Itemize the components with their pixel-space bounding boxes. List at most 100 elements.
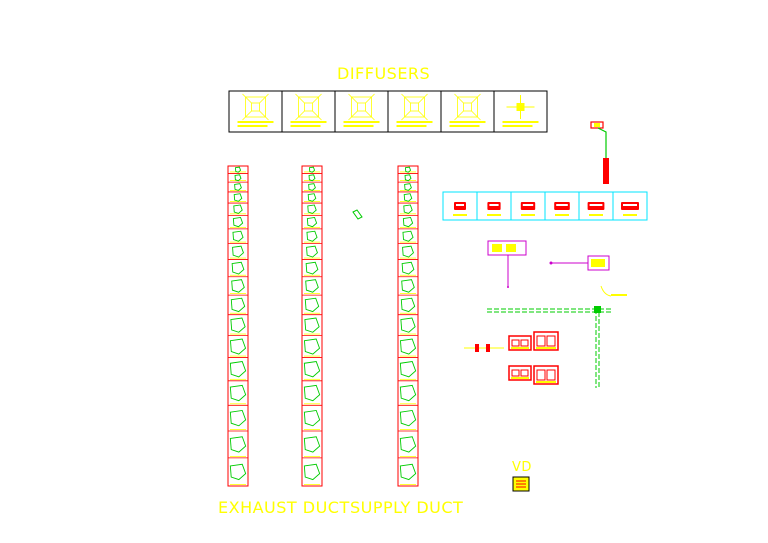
duct-section-icon	[303, 384, 321, 402]
duct-cell	[398, 279, 418, 296]
duct-cell	[228, 261, 248, 278]
square-diffuser-icon	[343, 93, 380, 127]
duct-run-elbow	[594, 306, 601, 313]
duct-section-icon	[402, 230, 414, 242]
diffuser-arrow	[312, 110, 322, 121]
duct-section-icon	[401, 279, 415, 293]
duct-cell	[398, 317, 418, 336]
diffuser-arrow	[312, 93, 322, 104]
equipment-panel	[442, 191, 648, 221]
four-way-diffuser-icon	[502, 95, 539, 127]
duct-cell	[228, 245, 248, 260]
diffuser-arrow	[259, 110, 269, 121]
duct-cell	[398, 338, 418, 358]
diffuser-arrow	[454, 93, 464, 104]
duct-section-icon	[306, 216, 318, 228]
duct-section-icon	[307, 193, 317, 202]
unit-caption-line	[511, 377, 529, 379]
duct-cell	[302, 216, 322, 230]
duct-cell	[228, 279, 248, 296]
duct-cell	[302, 261, 322, 278]
duct-cell	[398, 230, 418, 245]
duct-cell	[228, 193, 248, 204]
tag-leader-dot	[507, 286, 509, 288]
duct-cell	[398, 174, 418, 183]
riser-body	[603, 158, 609, 184]
duct-section-icon	[307, 204, 317, 214]
fan-coil-unit-icon	[487, 202, 501, 216]
duct-section-icon	[308, 174, 316, 182]
flex-duct-note-icon	[600, 285, 627, 297]
diffuser-outer-square	[245, 96, 266, 118]
exhaust-fan-riser-icon	[590, 121, 609, 184]
duct-section-icon	[303, 338, 321, 355]
diffuser-arrow	[348, 93, 358, 104]
diffuser-arrow	[295, 110, 305, 121]
duct-cell	[398, 409, 418, 432]
unit-caption-line	[511, 347, 529, 349]
fan-coil-unit-icon	[587, 202, 605, 216]
diffuser-arrow	[471, 93, 481, 104]
diffuser-arrow	[365, 110, 375, 121]
exhaust-duct-label: EXHAUST DUCT	[218, 498, 350, 517]
duct-section-icon	[230, 297, 246, 313]
tag-leader-dot	[549, 261, 553, 265]
duct-section-icon	[404, 174, 412, 182]
misc-symbols	[352, 121, 627, 492]
duct-section-icon	[231, 279, 245, 293]
tag-fill	[506, 244, 516, 252]
duct-section-icon	[229, 361, 247, 378]
riser-pipe	[597, 127, 607, 160]
riser-head	[590, 121, 604, 129]
duct-cell	[398, 297, 418, 316]
duct-section-icon	[308, 183, 316, 191]
duct-cell	[398, 204, 418, 216]
fan-coil-unit-icon	[453, 202, 467, 216]
duct-cell	[228, 297, 248, 316]
duct-section-icon	[304, 317, 320, 333]
unit-panel	[546, 369, 556, 381]
unit-valve	[486, 344, 490, 352]
tag-fill	[591, 259, 605, 267]
tag-frame	[487, 240, 527, 256]
duct-cell	[302, 463, 322, 487]
diffuser-arrow	[295, 93, 305, 104]
duct-cell	[302, 338, 322, 358]
diffuser-caption-line	[396, 125, 427, 127]
square-diffuser-icon	[449, 93, 486, 127]
duct-column-exhaust	[227, 165, 249, 487]
duct-section-icon	[403, 204, 413, 214]
fire-damper-tag-icon	[487, 240, 527, 288]
split-unit-icon	[508, 365, 532, 381]
volume-damper-label: VD	[512, 460, 532, 475]
note-text-line	[611, 294, 627, 296]
diffuser-arrow	[401, 110, 411, 121]
diffuser-arrow	[259, 93, 269, 104]
diffuser-caption-line	[449, 121, 486, 123]
unit-panel	[536, 335, 546, 347]
volume-damper-icon	[512, 476, 530, 492]
fan-coil-grille	[589, 204, 603, 206]
diffuser-caption-line	[290, 125, 321, 127]
duct-section-icon	[234, 183, 242, 191]
unit-valve	[475, 344, 479, 352]
unit-panel	[520, 369, 529, 377]
diffuser-inner-square	[251, 102, 260, 112]
diffuser-arrow	[365, 93, 375, 104]
diffusers-title: DIFFUSERS	[337, 64, 431, 83]
square-diffuser-icon	[237, 93, 274, 127]
fan-coil-caption-line	[453, 214, 467, 216]
duct-columns	[227, 165, 419, 487]
duct-section-icon	[403, 193, 413, 202]
duct-section-icon	[231, 261, 245, 275]
unit-panel	[511, 339, 520, 347]
unit-body	[508, 335, 532, 351]
duct-cell	[302, 193, 322, 204]
diffuser-arrow	[454, 110, 464, 121]
duct-transition-icon	[352, 209, 363, 220]
duct-cell	[398, 216, 418, 230]
duct-section-icon	[229, 436, 247, 453]
diffuser-arrow	[418, 93, 428, 104]
diffuser-core	[516, 103, 525, 111]
